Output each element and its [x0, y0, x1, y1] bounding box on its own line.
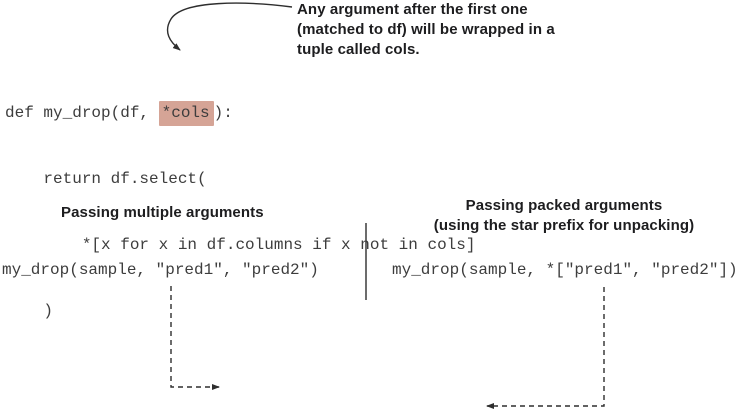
code-line-return: return df.select( [5, 170, 207, 188]
annotation-line-3: tuple called cols. [297, 41, 420, 58]
annotation-line-2: (matched to df) will be wrapped in a [297, 21, 555, 38]
function-code-block: def my_drop(df, *cols): return df.select… [5, 58, 475, 366]
annotation-line-1: Any argument after the first one [297, 1, 528, 18]
code-def-pre: def my_drop(df, [5, 104, 159, 122]
left-column-heading: Passing multiple arguments [61, 204, 264, 221]
right-call-code: my_drop(sample, *["pred1", "pred2"]) [392, 261, 738, 279]
annotation-curved-arrow [166, 2, 293, 51]
code-line-def: def my_drop(df, *cols): [5, 101, 475, 126]
result-code-block: df = sample cols = ("pred1", "pred2") [233, 377, 473, 415]
star-cols-highlight: *cols [158, 101, 214, 126]
right-dashed-connector [486, 287, 605, 409]
right-column-heading: Passing packed arguments (using the star… [414, 196, 714, 236]
annotation-callout: Any argument after the first one (matche… [297, 0, 577, 60]
right-heading-line-2: (using the star prefix for unpacking) [433, 217, 695, 234]
code-line-comprehension: *[x for x in df.columns if x not in cols… [5, 236, 476, 254]
code-line-close-paren: ) [5, 302, 54, 320]
code-def-post: ): [213, 104, 233, 122]
left-call-code: my_drop(sample, "pred1", "pred2") [2, 261, 319, 279]
right-heading-line-1: Passing packed arguments [465, 197, 663, 214]
